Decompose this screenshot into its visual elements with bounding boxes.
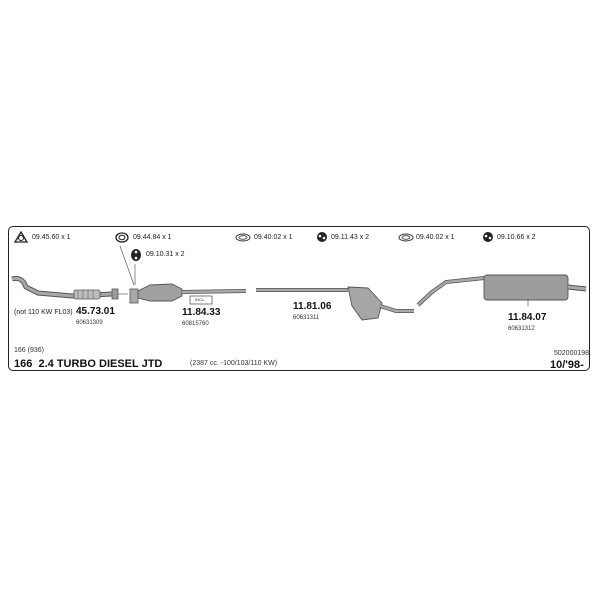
mount-bracket-icon	[131, 249, 141, 261]
diagram-frame	[8, 226, 590, 371]
model-code: 166 (936)	[14, 347, 44, 354]
engine-spec: (2387 cc. -100/103/110 KW)	[190, 360, 278, 367]
reference-number: 502000198	[554, 350, 590, 357]
flange-gasket-icon	[14, 231, 28, 243]
part-oe-number: 60815760	[182, 321, 209, 327]
incl-box	[189, 295, 213, 305]
part-oe-number: 60631309	[76, 320, 103, 326]
rear-silencer-11-84-07	[416, 274, 587, 307]
part-code: 11.84.07	[508, 312, 547, 323]
catalytic-converter-11-84-33	[129, 283, 247, 305]
hardware-label: 09.10.66 x 2	[497, 234, 536, 241]
part-note: (not 110 KW FL03)	[14, 309, 73, 316]
clamp-band-icon-2	[398, 233, 414, 242]
part-code: 45.73.01	[76, 306, 115, 317]
incl-box-label: INCL.	[195, 297, 206, 302]
clamp-band-icon	[235, 233, 251, 242]
gasket-ring-icon	[115, 232, 129, 243]
model-name: 166 2.4 TURBO DIESEL JTD	[14, 358, 163, 370]
rubber-hanger-icon-2	[483, 232, 493, 242]
hardware-label: 09.11.43 x 2	[331, 234, 370, 241]
center-silencer-11-81-06	[256, 286, 414, 321]
hardware-label: 09.44.84 x 1	[133, 234, 172, 241]
front-pipe-45-73-01	[11, 275, 119, 300]
production-date: 10/'98-	[550, 359, 584, 371]
part-oe-number: 60631312	[508, 326, 535, 332]
hardware-label: 09.10.31 x 2	[146, 251, 185, 258]
rubber-hanger-icon	[317, 232, 327, 242]
hardware-label: 09.40.02 x 1	[416, 234, 455, 241]
part-code: 11.81.06	[293, 301, 332, 312]
part-oe-number: 60631311	[293, 315, 320, 321]
part-code: 11.84.33	[182, 307, 221, 318]
hardware-label: 09.45.60 x 1	[32, 234, 71, 241]
hardware-label: 09.40.02 x 1	[254, 234, 293, 241]
flex-joint	[73, 289, 101, 300]
